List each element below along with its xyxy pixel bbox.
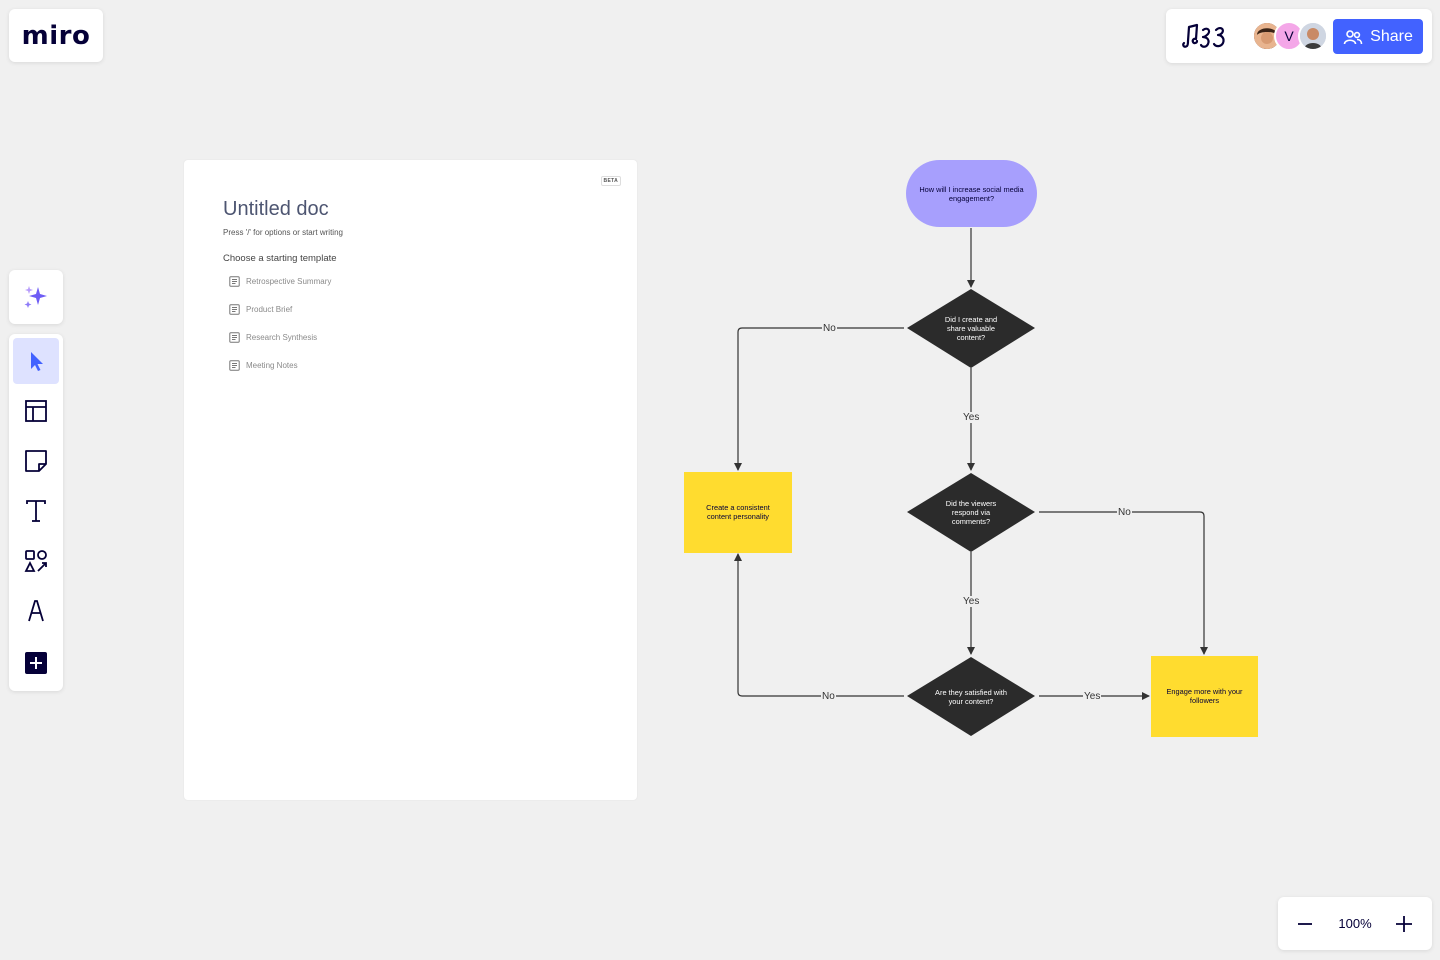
top-right-panel: V Share <box>1166 9 1432 63</box>
connector[interactable] <box>1039 511 1208 655</box>
sticky-right-text: Engage more with your followers <box>1166 687 1243 705</box>
sticky-left-text: Create a consistent content personality <box>706 503 770 521</box>
logo-panel[interactable]: miro <box>9 9 103 62</box>
doc-title[interactable]: Untitled doc <box>223 198 329 220</box>
plus-square-icon <box>25 652 47 674</box>
template-label: Research Synthesis <box>246 333 318 342</box>
connector[interactable] <box>734 553 904 697</box>
text-tool[interactable] <box>13 488 59 534</box>
template-label: Product Brief <box>246 305 293 314</box>
share-button[interactable]: Share <box>1333 19 1423 54</box>
document-icon <box>229 360 240 371</box>
plus-icon <box>1396 916 1412 932</box>
connector-label-yes: Yes <box>1083 691 1102 702</box>
shapes-tool[interactable] <box>13 538 59 584</box>
connector-label-yes: Yes <box>962 596 981 607</box>
share-label: Share <box>1370 27 1413 45</box>
sticky-note-icon <box>25 450 47 472</box>
connector-label-no: No <box>821 691 836 702</box>
layout-icon <box>25 400 47 422</box>
start-node-text: How will I increase social media engagem… <box>919 185 1024 203</box>
sparkle-icon <box>24 286 47 308</box>
template-item[interactable]: Meeting Notes <box>229 360 298 371</box>
template-label: Meeting Notes <box>246 361 298 370</box>
document-icon <box>229 304 240 315</box>
template-item[interactable]: Product Brief <box>229 304 292 315</box>
cursor-icon <box>31 352 43 371</box>
avatar-initial: V <box>1284 28 1294 44</box>
pen-tool[interactable] <box>13 588 59 634</box>
pen-icon <box>28 600 44 622</box>
document-icon <box>229 332 240 343</box>
doc-hint: Press '/' for options or start writing <box>223 228 343 237</box>
template-label: Retrospective Summary <box>246 277 332 286</box>
connector-label-yes: Yes <box>962 412 981 423</box>
templates-tool[interactable] <box>13 388 59 434</box>
left-toolbar <box>9 334 63 691</box>
decision-2-text: Did the viewers respond via comments? <box>945 499 997 526</box>
template-item[interactable]: Retrospective Summary <box>229 276 331 287</box>
templates-heading: Choose a starting template <box>223 253 337 264</box>
more-tools-button[interactable] <box>13 640 59 686</box>
shapes-icon <box>24 550 47 572</box>
connector-label-no: No <box>822 323 837 334</box>
text-icon <box>26 500 46 522</box>
users-icon <box>1343 29 1363 44</box>
select-tool[interactable] <box>13 338 59 384</box>
zoom-controls: 100% <box>1278 897 1432 950</box>
sticky-note-tool[interactable] <box>13 438 59 484</box>
zoom-out-button[interactable] <box>1289 908 1321 940</box>
zoom-in-button[interactable] <box>1388 908 1420 940</box>
minus-icon <box>1298 923 1312 925</box>
doc-panel[interactable]: BETA Untitled doc Press '/' for options … <box>184 160 637 800</box>
template-item[interactable]: Research Synthesis <box>229 332 317 343</box>
decision-3-text: Are they satisfied with your content? <box>935 687 1007 706</box>
miro-logo: miro <box>21 20 91 51</box>
decision-1-text: Did I create and share valuable content? <box>944 315 998 342</box>
user-avatar-3[interactable] <box>1298 21 1328 51</box>
document-icon <box>229 276 240 287</box>
beta-badge: BETA <box>600 176 621 186</box>
zoom-level[interactable]: 100% <box>1338 916 1372 931</box>
connector-label-no: No <box>1117 507 1132 518</box>
board-signature-icon[interactable] <box>1180 21 1236 51</box>
connector[interactable] <box>734 327 904 471</box>
ai-assist-panel[interactable] <box>9 270 63 324</box>
